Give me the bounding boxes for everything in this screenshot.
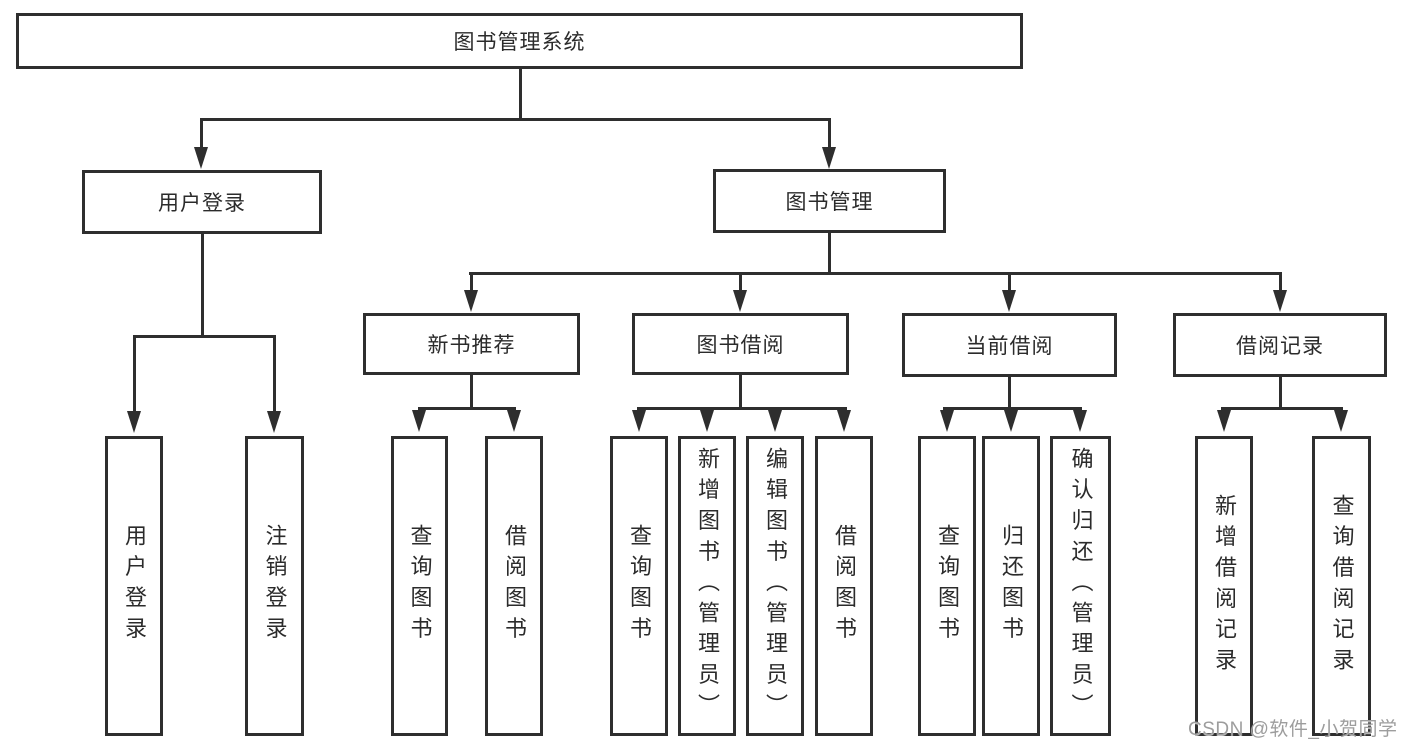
arrowhead-down xyxy=(464,290,478,312)
arrowhead-down xyxy=(822,147,836,169)
leaf-query-books-recommend: 查询图书 xyxy=(391,436,448,736)
node-label: 借阅记录 xyxy=(1236,335,1324,358)
leaf-query-books-borrow: 查询图书 xyxy=(610,436,668,736)
connector-line xyxy=(470,272,473,292)
node-label: 用户登录 xyxy=(158,192,246,215)
leaf-label: 查询借阅记录 xyxy=(1329,493,1355,679)
leaf-label: 新增图书（管理员） xyxy=(695,447,720,725)
connector-line xyxy=(1279,377,1282,408)
node-current-borrowing: 当前借阅 xyxy=(902,313,1117,377)
arrowhead-down xyxy=(733,290,747,312)
connector-line xyxy=(943,407,1082,410)
arrowhead-down xyxy=(1002,290,1016,312)
leaf-query-books-current: 查询图书 xyxy=(918,436,976,736)
arrowhead-down xyxy=(267,411,281,433)
arrowhead-down xyxy=(768,410,782,432)
connector-line xyxy=(200,118,831,121)
arrowhead-down xyxy=(700,410,714,432)
connector-line xyxy=(828,118,831,149)
leaf-label: 新增借阅记录 xyxy=(1212,493,1237,679)
node-borrowing-records: 借阅记录 xyxy=(1173,313,1387,377)
leaf-borrow-books: 借阅图书 xyxy=(815,436,873,736)
connector-line xyxy=(418,407,516,410)
connector-line xyxy=(1221,407,1343,410)
leaf-label: 确认归还（管理员） xyxy=(1068,447,1094,725)
leaf-add-borrow-record: 新增借阅记录 xyxy=(1195,436,1253,736)
arrowhead-down xyxy=(837,410,851,432)
connector-line xyxy=(637,407,847,410)
connector-line xyxy=(828,233,831,272)
arrowhead-down xyxy=(412,410,426,432)
leaf-label: 编辑图书（管理员） xyxy=(763,447,788,725)
node-book-management: 图书管理 xyxy=(713,169,946,233)
node-label: 当前借阅 xyxy=(965,335,1054,358)
connector-line xyxy=(739,272,742,292)
connector-line xyxy=(1279,272,1282,292)
leaf-label: 注销登录 xyxy=(262,524,288,648)
node-user-login: 用户登录 xyxy=(82,170,322,234)
connector-line xyxy=(200,118,203,149)
node-library-management-system: 图书管理系统 xyxy=(16,13,1023,69)
leaf-borrow-books-recommend: 借阅图书 xyxy=(485,436,543,736)
connector-line xyxy=(1008,377,1011,408)
arrowhead-down xyxy=(1004,410,1018,432)
leaf-confirm-return-admin: 确认归还（管理员） xyxy=(1050,436,1111,736)
arrowhead-down xyxy=(1334,410,1348,432)
arrowhead-down xyxy=(194,147,208,169)
arrowhead-down xyxy=(127,411,141,433)
leaf-add-books-admin: 新增图书（管理员） xyxy=(678,436,736,736)
arrowhead-down xyxy=(940,410,954,432)
leaf-query-borrow-record: 查询借阅记录 xyxy=(1312,436,1371,736)
leaf-label: 查询图书 xyxy=(935,524,960,648)
connector-line xyxy=(519,69,522,118)
leaf-label: 查询图书 xyxy=(627,524,652,648)
connector-line xyxy=(469,272,1282,275)
node-label: 图书管理系统 xyxy=(453,31,586,54)
leaf-return-books: 归还图书 xyxy=(982,436,1040,736)
csdn-watermark: CSDN @软件_小贺同学 xyxy=(1188,719,1398,740)
arrowhead-down xyxy=(1217,410,1231,432)
connector-line xyxy=(201,234,204,335)
connector-line xyxy=(133,335,276,338)
leaf-label: 查询图书 xyxy=(407,524,433,648)
leaf-label: 借阅图书 xyxy=(502,524,527,648)
leaf-label: 归还图书 xyxy=(999,524,1024,648)
arrowhead-down xyxy=(1273,290,1287,312)
node-label: 新书推荐 xyxy=(427,334,516,357)
leaf-label: 借阅图书 xyxy=(832,524,857,648)
leaf-edit-books-admin: 编辑图书（管理员） xyxy=(746,436,804,736)
node-new-book-recommendation: 新书推荐 xyxy=(363,313,580,375)
connector-line xyxy=(739,375,742,408)
connector-line xyxy=(470,375,473,408)
arrowhead-down xyxy=(507,410,521,432)
node-label: 图书借阅 xyxy=(696,334,785,357)
leaf-logout: 注销登录 xyxy=(245,436,304,736)
connector-line xyxy=(133,335,136,411)
connector-line xyxy=(273,335,276,411)
node-book-borrowing: 图书借阅 xyxy=(632,313,849,375)
arrowhead-down xyxy=(1073,410,1087,432)
node-label: 图书管理 xyxy=(785,191,874,214)
leaf-user-login: 用户登录 xyxy=(105,436,163,736)
connector-line xyxy=(1008,272,1011,292)
arrowhead-down xyxy=(632,410,646,432)
leaf-label: 用户登录 xyxy=(122,524,147,648)
